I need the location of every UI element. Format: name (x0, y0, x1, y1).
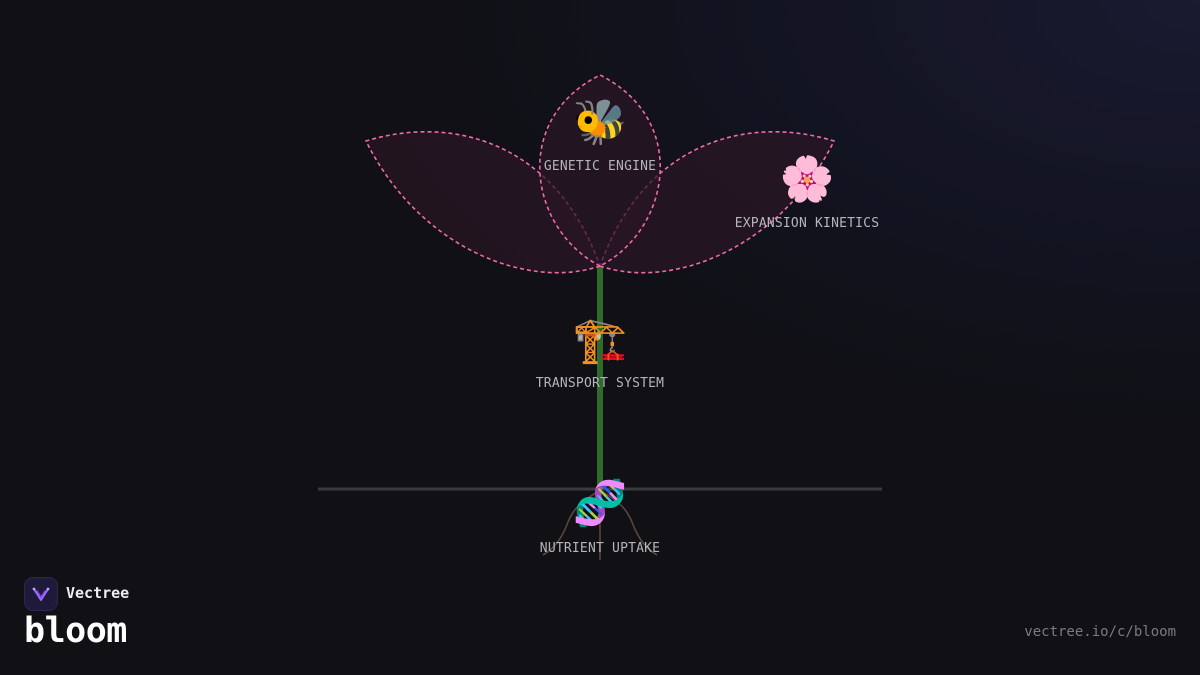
vectree-logo-glyph (32, 587, 50, 601)
roots (542, 489, 658, 560)
vectree-logo-icon (24, 577, 58, 611)
brand-block: Vectree bloom (24, 577, 244, 657)
node-genetic-engine[interactable]: 🐝 GENETIC ENGINE (544, 98, 656, 174)
node-label: EXPANSION KINETICS (735, 216, 879, 231)
node-expansion-kinetics[interactable]: 🌸 EXPANSION KINETICS (735, 154, 879, 231)
node-label: NUTRIENT UPTAKE (540, 541, 660, 556)
center-petal (539, 74, 661, 267)
node-transport-system[interactable]: 🏗️ TRANSPORT SYSTEM (536, 316, 664, 391)
bee-icon: 🐝 (573, 98, 628, 147)
node-label: GENETIC ENGINE (544, 159, 656, 174)
node-label: TRANSPORT SYSTEM (536, 376, 664, 391)
product-name: bloom (24, 611, 127, 651)
dna-icon: 🧬 (573, 476, 628, 529)
cherry-blossom-icon: 🌸 (780, 154, 835, 204)
crane-icon: 🏗️ (573, 316, 628, 365)
node-nutrient-uptake[interactable]: 🧬 NUTRIENT UPTAKE (540, 476, 660, 556)
petals (364, 74, 836, 274)
company-name: Vectree (66, 584, 130, 602)
footer-url[interactable]: vectree.io/c/bloom (1024, 624, 1176, 640)
